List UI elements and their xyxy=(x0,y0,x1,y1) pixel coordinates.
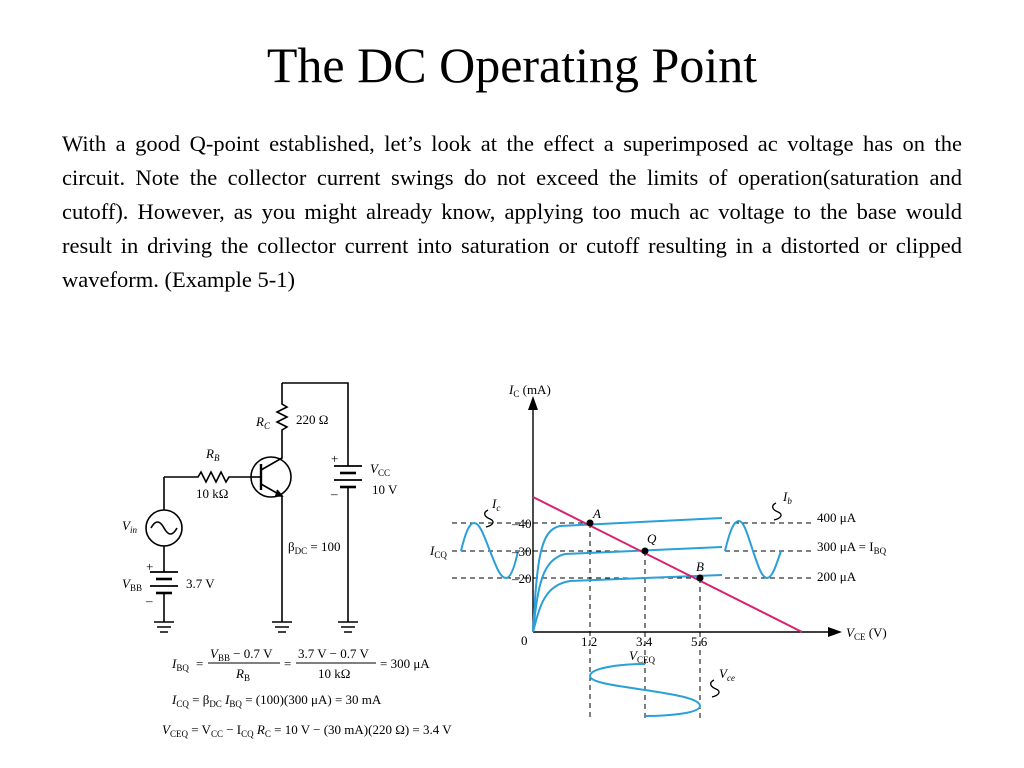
y-tick-40: –40 xyxy=(511,516,532,531)
slide-title: The DC Operating Point xyxy=(266,37,758,93)
vceq-equation: VCEQ = VCC − ICQ RC = 10 V − (30 mA)(220… xyxy=(162,722,452,739)
rb-resistor xyxy=(164,470,251,484)
ibq-lhs: IBQ xyxy=(171,656,189,673)
ibq-den2: 10 kΩ xyxy=(318,666,350,681)
vbb-plus: + xyxy=(146,559,153,574)
vbb-minus: – xyxy=(145,593,153,608)
y-axis-arrow xyxy=(528,396,538,410)
x-tick-12: 1.2 xyxy=(581,634,597,649)
rc-value: 220 Ω xyxy=(296,412,328,427)
vce-pointer xyxy=(710,679,720,698)
vbb-value: 3.7 V xyxy=(186,576,215,591)
icq-equation: ICQ = βDC IBQ = (100)(300 μA) = 30 mA xyxy=(171,692,382,709)
vbb-label: VBB xyxy=(122,576,142,593)
y-tick-30: –30 xyxy=(511,544,532,559)
x-axis-arrow xyxy=(828,627,842,637)
ibq-num2: 3.7 V − 0.7 V xyxy=(298,646,370,661)
vcc-label: VCC xyxy=(370,461,390,478)
icq-label: ICQ xyxy=(429,543,447,560)
point-b xyxy=(696,574,704,582)
vce-wave-label: Vce xyxy=(719,666,735,683)
ic-pointer xyxy=(484,509,494,528)
rb-value: 10 kΩ xyxy=(196,486,228,501)
point-a xyxy=(586,519,594,527)
body-paragraph: With a good Q-point established, let’s l… xyxy=(62,131,962,292)
point-b-label: B xyxy=(696,559,704,574)
curve-label-200: 200 μA xyxy=(817,569,857,584)
vceq-label: VCEQ xyxy=(629,648,655,665)
ibq-result: = 300 μA xyxy=(380,656,430,671)
vce-waveform xyxy=(588,663,702,717)
x-tick-56: 5.6 xyxy=(691,634,708,649)
ibq-den1: RB xyxy=(235,666,250,683)
ic-wave-label: Ic xyxy=(491,496,500,513)
point-a-label: A xyxy=(592,506,601,521)
ib-waveform xyxy=(724,519,782,580)
curve-400 xyxy=(532,517,723,633)
origin-label: 0 xyxy=(521,633,528,648)
point-q xyxy=(641,547,649,555)
vcc-plus: + xyxy=(331,451,338,466)
rc-label: RC xyxy=(255,414,271,431)
ib-pointer xyxy=(772,502,782,521)
vin-label: Vin xyxy=(122,518,137,535)
characteristic-graph: A Q B IC (mA) VCE (V) 0 –40 –30 –20 1.2 … xyxy=(429,382,887,718)
ib-curves xyxy=(532,517,723,633)
ib-wave-label: Ib xyxy=(782,489,792,506)
y-tick-20: –20 xyxy=(511,571,532,586)
x-tick-34: 3.4 xyxy=(636,634,653,649)
rb-label: RB xyxy=(205,446,220,463)
curve-label-400: 400 μA xyxy=(817,510,857,525)
curve-300 xyxy=(532,546,723,633)
circuit-diagram xyxy=(145,382,362,633)
ic-waveform xyxy=(460,521,519,580)
dc-load-line xyxy=(532,496,803,633)
curve-label-300: 300 μA = IBQ xyxy=(817,539,887,556)
vcc-value: 10 V xyxy=(372,482,398,497)
eq-sign-2: = xyxy=(284,656,291,671)
vcc-minus: – xyxy=(330,486,338,501)
point-q-label: Q xyxy=(647,531,657,546)
y-axis-label: IC (mA) xyxy=(508,382,551,399)
rc-resistor xyxy=(275,383,289,440)
ibq-num1: VBB − 0.7 V xyxy=(210,646,273,663)
equations: IBQ = VBB − 0.7 V RB = 3.7 V − 0.7 V 10 … xyxy=(162,646,452,739)
x-axis-label: VCE (V) xyxy=(846,625,887,642)
eq-sign-1: = xyxy=(196,656,203,671)
curve-200 xyxy=(532,574,723,633)
beta-label: βDC = 100 xyxy=(288,539,340,556)
top-wire xyxy=(282,382,349,455)
